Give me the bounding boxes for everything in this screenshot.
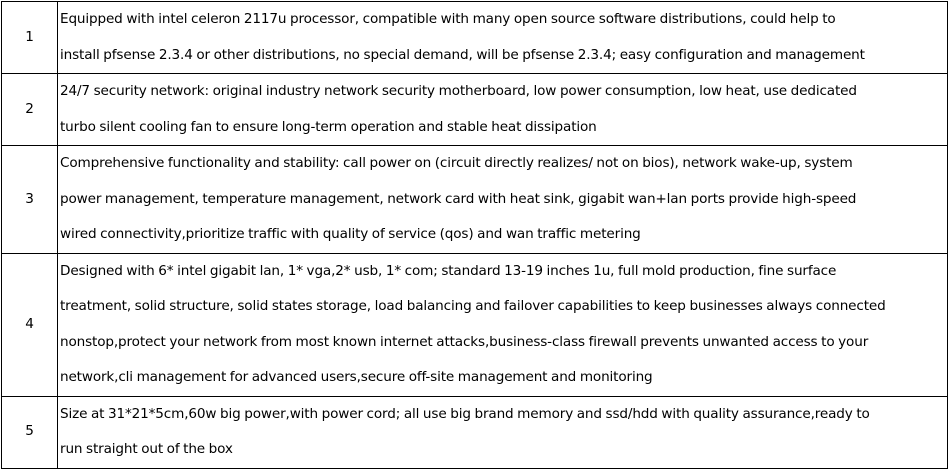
description-line: network,cli management for advanced user… [60,369,653,385]
row-description: 24/7 security network: original industry… [57,73,948,146]
table-row: 3 Comprehensive functionality and stabil… [1,145,948,254]
row-number: 4 [1,252,58,397]
description-line: wired connectivity,prioritize traffic wi… [60,226,641,242]
description-line: run straight out of the box [60,441,233,457]
description-line: 24/7 security network: original industry… [60,83,857,99]
description-line: Comprehensive functionality and stabilit… [60,155,853,171]
row-number: 5 [1,395,58,469]
table-row: 5 Size at 31*21*5cm,60w big power,with p… [1,395,948,469]
row-number: 2 [1,73,58,146]
row-description: Comprehensive functionality and stabilit… [57,145,948,254]
row-description: Designed with 6* intel gigabit lan, 1* v… [57,252,948,397]
table-row: 4 Designed with 6* intel gigabit lan, 1*… [1,252,948,397]
description-line: power management, temperature management… [60,190,857,207]
description-line: Size at 31*21*5cm,60w big power,with pow… [60,405,870,422]
row-number: 1 [1,1,58,74]
table-row: 2 24/7 security network: original indust… [1,73,948,146]
description-line: nonstop,protect your network from most k… [60,333,869,350]
description-line: Designed with 6* intel gigabit lan, 1* v… [60,262,837,279]
table-row: 1 Equipped with intel celeron 2117u proc… [1,1,948,74]
description-line: install pfsense 2.3.4 or other distribut… [60,46,865,63]
row-number: 3 [1,145,58,254]
description-line: Equipped with intel celeron 2117u proces… [60,11,836,27]
description-line: treatment, solid structure, solid states… [60,298,886,314]
row-description: Equipped with intel celeron 2117u proces… [57,1,948,74]
description-line: turbo silent cooling fan to ensure long-… [60,118,597,135]
row-description: Size at 31*21*5cm,60w big power,with pow… [57,395,948,469]
